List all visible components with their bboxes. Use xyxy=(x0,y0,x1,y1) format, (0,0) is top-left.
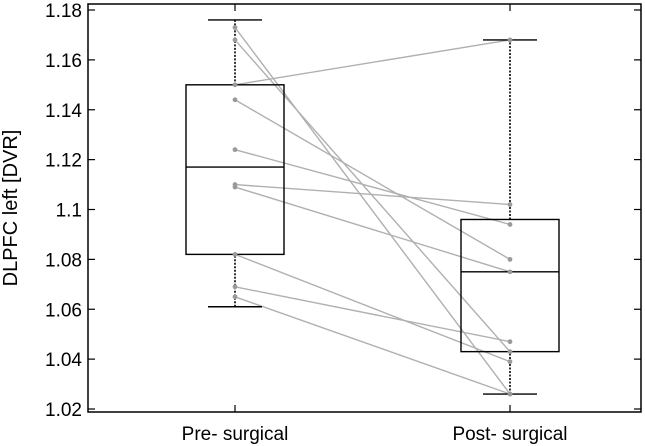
paired-line xyxy=(234,39,511,353)
y-tick-label: 1.04 xyxy=(45,350,82,371)
paired-line xyxy=(234,99,511,260)
point-post-surgical xyxy=(507,37,513,43)
paired-points-layer xyxy=(232,25,513,397)
point-post-surgical xyxy=(507,269,513,275)
paired-line xyxy=(234,27,511,395)
point-post-surgical xyxy=(507,202,513,207)
paired-line xyxy=(234,39,511,86)
point-post-surgical xyxy=(507,256,513,262)
paired-line xyxy=(234,148,511,226)
y-tick-label: 1.02 xyxy=(45,400,82,421)
y-axis-title: DLPFC left [DVR] xyxy=(0,130,22,287)
point-pre-surgical xyxy=(232,284,238,290)
point-pre-surgical xyxy=(232,37,238,43)
y-tick-label: 1.06 xyxy=(45,300,82,321)
x-axis-ticks: Pre- surgical Post- surgical xyxy=(182,4,568,445)
point-pre-surgical xyxy=(232,251,238,257)
point-pre-surgical xyxy=(232,184,238,190)
point-post-surgical xyxy=(507,391,513,397)
paired-line xyxy=(234,183,511,206)
y-tick-label: 1.08 xyxy=(45,250,82,271)
plot-frame xyxy=(87,3,642,413)
point-post-surgical xyxy=(507,349,513,355)
point-pre-surgical xyxy=(232,82,238,88)
point-pre-surgical xyxy=(232,25,238,30)
x-tick-label: Post- surgical xyxy=(452,424,567,445)
paired-line xyxy=(234,186,511,273)
x-tick-label: Pre- surgical xyxy=(182,424,289,445)
y-tick-label: 1.1 xyxy=(56,201,82,222)
y-tick-label: 1.18 xyxy=(45,1,82,22)
y-tick-label: 1.16 xyxy=(45,51,82,72)
point-post-surgical xyxy=(507,339,513,345)
paired-lines-layer xyxy=(234,27,511,395)
y-tick-label: 1.12 xyxy=(45,151,82,172)
point-post-surgical xyxy=(507,359,513,365)
point-post-surgical xyxy=(507,222,513,227)
point-pre-surgical xyxy=(232,294,238,300)
paired-line xyxy=(234,253,511,363)
paired-line xyxy=(234,296,511,395)
point-pre-surgical xyxy=(232,97,238,103)
y-axis-ticks: 1.02 1.04 1.06 1.08 1.1 1.12 1.14 1.16 1.18 xyxy=(45,1,641,421)
y-tick-label: 1.14 xyxy=(45,101,82,122)
point-pre-surgical xyxy=(232,147,238,153)
